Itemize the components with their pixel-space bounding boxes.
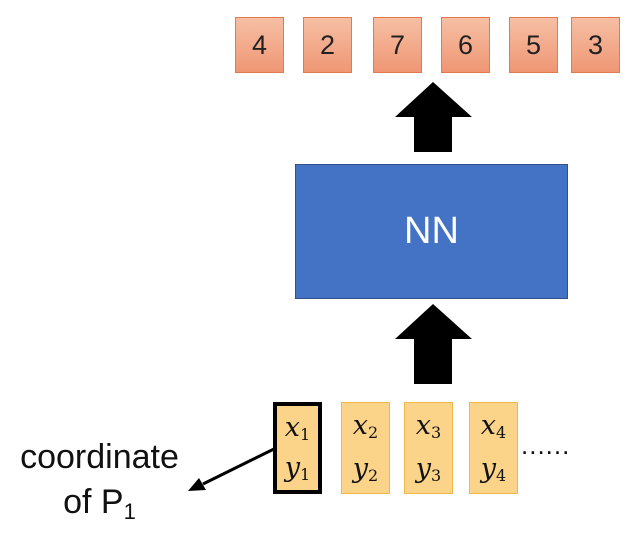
neural-network-box: NN bbox=[295, 164, 568, 299]
ellipsis: ...... bbox=[521, 430, 571, 460]
x-coordinate: x3 bbox=[415, 410, 442, 442]
nn-label: NN bbox=[404, 210, 459, 252]
y-coordinate: y3 bbox=[415, 453, 442, 485]
output-box: 3 bbox=[571, 17, 620, 73]
x-coordinate: x4 bbox=[480, 410, 507, 442]
output-box: 2 bbox=[303, 17, 352, 73]
output-box: 6 bbox=[441, 17, 490, 73]
output-box: 7 bbox=[373, 17, 422, 73]
output-box: 5 bbox=[509, 17, 558, 73]
lower-up-arrow bbox=[395, 304, 472, 384]
coordinate-annotation: coordinate of P1 bbox=[2, 435, 197, 534]
pointer-arrowhead bbox=[188, 478, 206, 491]
annotation-line-2: of P1 bbox=[63, 483, 136, 524]
input-coordinate-box: x4 y4 bbox=[469, 402, 518, 494]
annotation-line-1: coordinate bbox=[20, 438, 179, 476]
x-coordinate: x1 bbox=[284, 411, 311, 444]
y-coordinate: y1 bbox=[284, 451, 311, 484]
output-box: 4 bbox=[235, 17, 284, 73]
input-coordinate-box-selected: x1 y1 bbox=[273, 402, 322, 494]
input-coordinate-box: x3 y3 bbox=[404, 402, 453, 494]
pointer-line bbox=[202, 446, 277, 486]
y-coordinate: y4 bbox=[480, 453, 507, 485]
upper-up-arrow bbox=[395, 82, 472, 152]
y-coordinate: y2 bbox=[352, 453, 379, 485]
x-coordinate: x2 bbox=[352, 410, 379, 442]
input-coordinate-box: x2 y2 bbox=[341, 402, 390, 494]
